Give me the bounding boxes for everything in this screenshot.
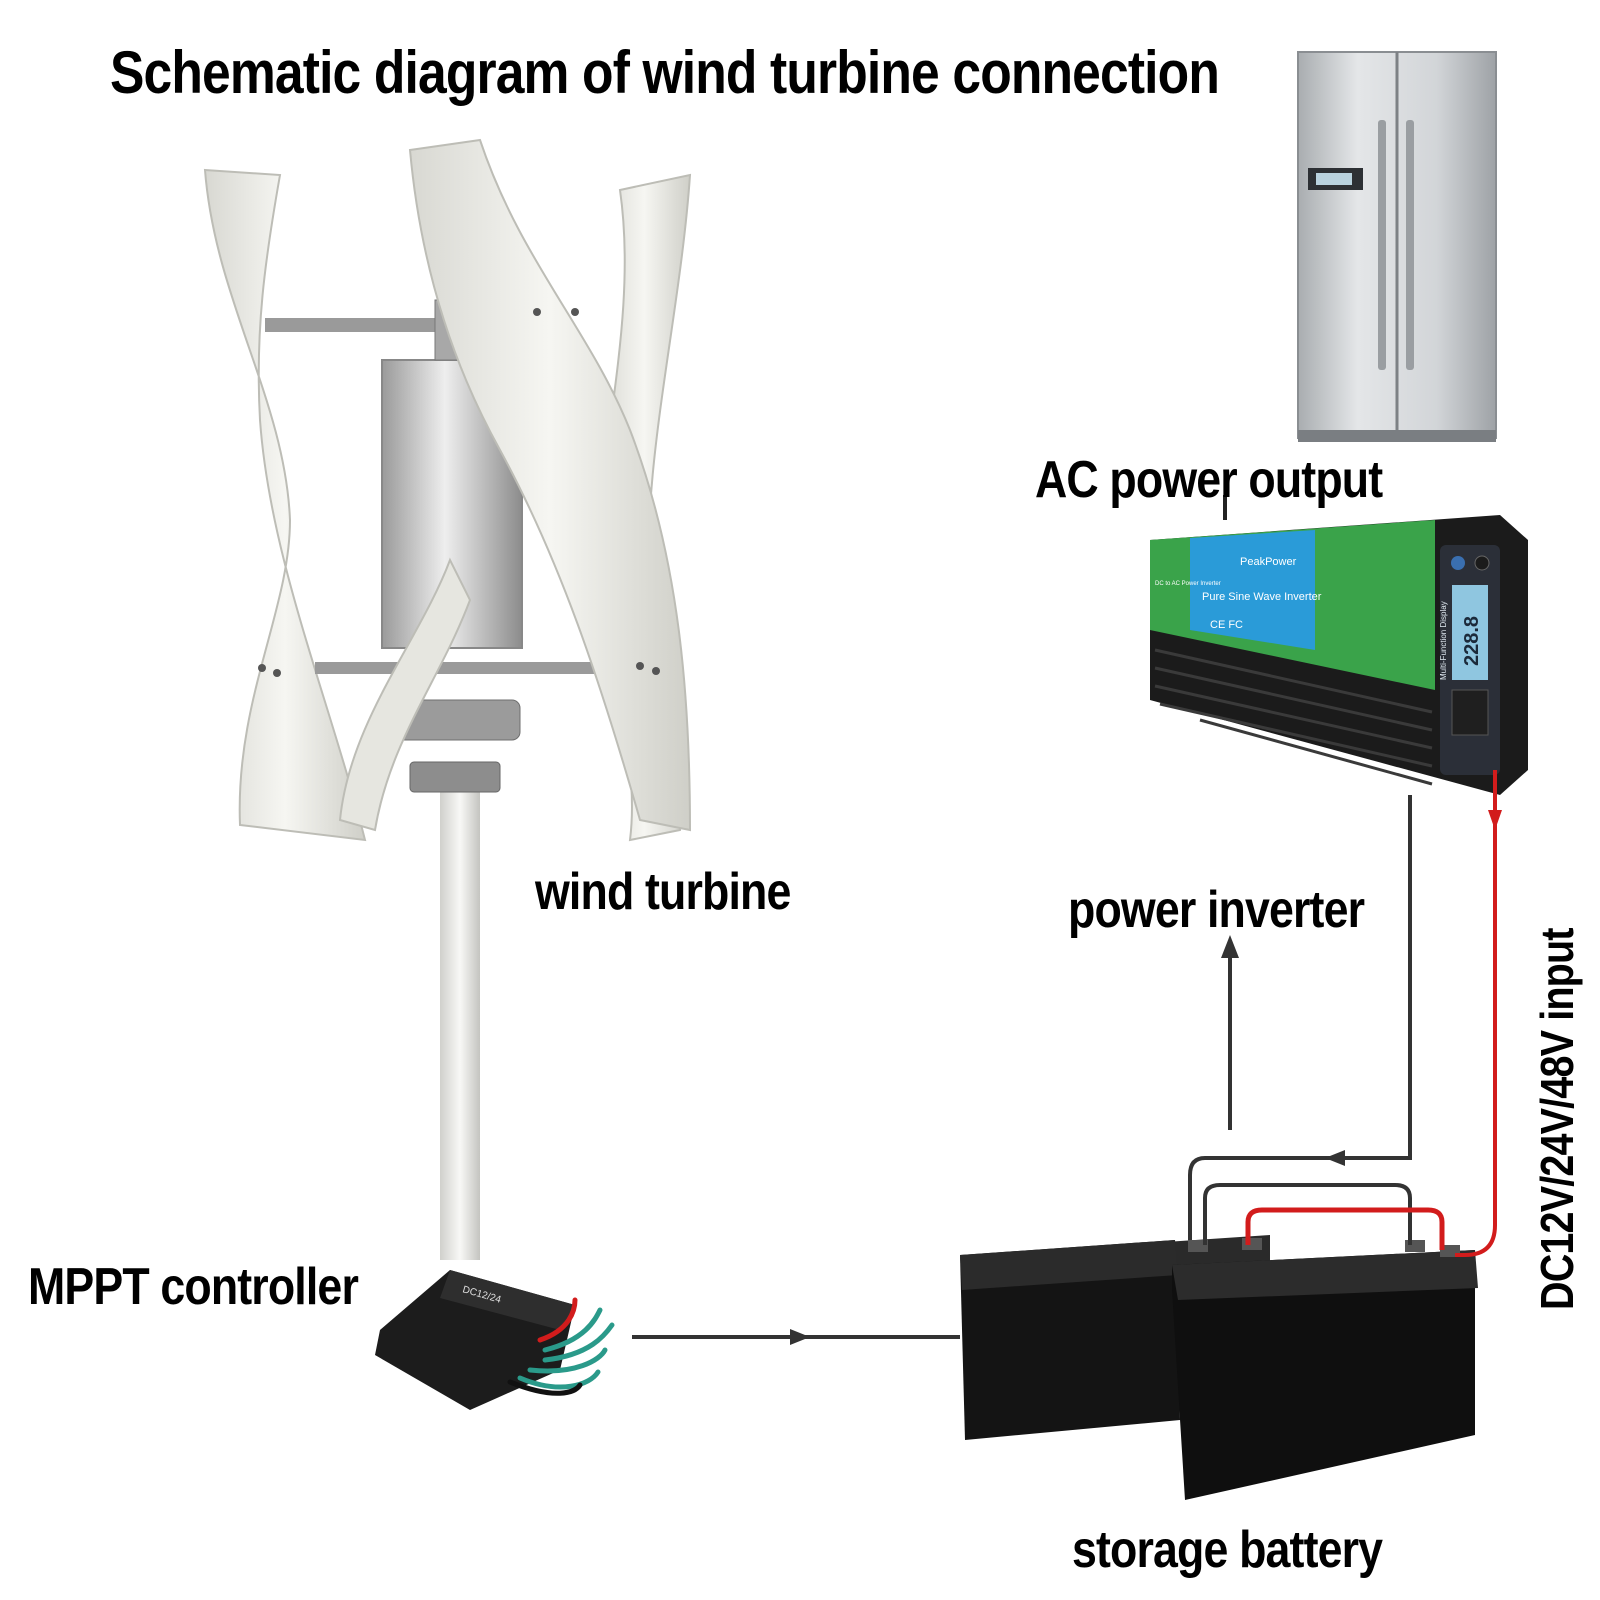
wire-inverter-to-battery bbox=[1188, 795, 1412, 1240]
diagram-title: Schematic diagram of wind turbine connec… bbox=[110, 39, 1220, 106]
turbine-blade-lower bbox=[338, 557, 472, 832]
mppt-controller-illustration: DC12/24 bbox=[375, 1270, 615, 1410]
inverter-display-title: Multi-Function Display bbox=[1439, 601, 1448, 680]
turbine-blade-left bbox=[203, 168, 367, 842]
wind-turbine-illustration bbox=[203, 138, 692, 1260]
inverter-display-value: 228.8 bbox=[1461, 616, 1483, 666]
label-storage-battery: storage battery bbox=[1072, 1521, 1383, 1579]
storage-battery-illustration bbox=[960, 1235, 1478, 1500]
wire-dc-input bbox=[1455, 770, 1497, 1257]
turbine-flange bbox=[409, 761, 501, 793]
inverter-product-text: Pure Sine Wave Inverter bbox=[1202, 591, 1322, 603]
inverter-brand-text: PeakPower bbox=[1240, 556, 1297, 568]
inverter-display bbox=[1452, 585, 1488, 680]
label-ac-power-output: AC power output bbox=[1035, 451, 1383, 509]
inverter-certs-text: CE FC bbox=[1210, 619, 1243, 631]
label-mppt-controller: MPPT controller bbox=[28, 1258, 359, 1316]
turbine-pole bbox=[440, 790, 480, 1260]
turbine-blade-front bbox=[408, 138, 692, 832]
label-wind-turbine: wind turbine bbox=[535, 863, 791, 921]
label-dc-input: DC12V/24V/48V input bbox=[1531, 928, 1583, 1310]
label-power-inverter: power inverter bbox=[1068, 881, 1365, 939]
wiring bbox=[632, 770, 1502, 1345]
power-inverter-illustration: PeakPower Pure Sine Wave Inverter DC to … bbox=[1150, 495, 1528, 795]
refrigerator-illustration bbox=[1297, 51, 1497, 442]
inverter-sub-label: DC to AC Power Inverter bbox=[1155, 581, 1221, 587]
